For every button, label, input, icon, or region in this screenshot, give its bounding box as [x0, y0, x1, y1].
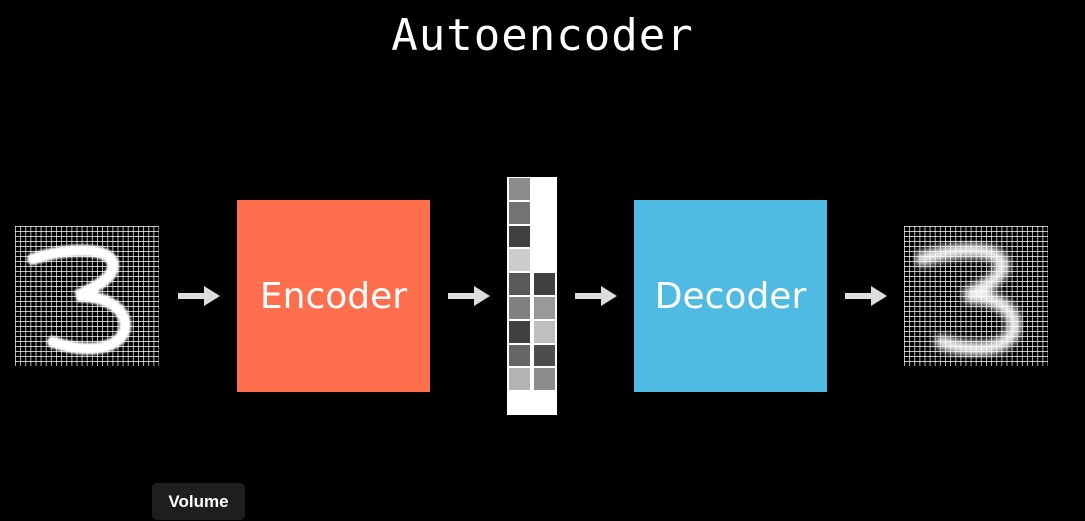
latent-cell	[533, 391, 556, 415]
encoder-block: Encoder	[237, 200, 430, 392]
latent-cell	[508, 367, 531, 392]
latent-cell	[533, 248, 556, 273]
latent-cell	[508, 248, 531, 273]
latent-cell	[508, 200, 531, 225]
latent-cell	[533, 272, 556, 296]
arrow-right-icon	[448, 286, 490, 306]
latent-cell	[533, 319, 556, 344]
latent-cell	[508, 343, 531, 368]
latent-cell	[533, 296, 556, 320]
latent-vector	[507, 177, 557, 415]
arrow-right-icon	[575, 286, 617, 306]
latent-cell	[508, 319, 531, 344]
decoder-block: Decoder	[634, 200, 827, 392]
latent-cell	[533, 177, 556, 201]
latent-cell	[508, 177, 531, 201]
latent-cell	[508, 296, 531, 320]
output-digit-image	[904, 226, 1048, 366]
latent-cell	[533, 367, 556, 392]
encoder-label: Encoder	[259, 275, 408, 317]
volume-tooltip: Volume	[152, 483, 245, 520]
latent-cell	[508, 272, 531, 296]
latent-cell	[533, 343, 556, 368]
latent-cell	[533, 200, 556, 225]
decoder-label: Decoder	[654, 275, 807, 317]
diagram-title: Autoencoder	[391, 10, 694, 61]
latent-cell	[508, 224, 531, 249]
latent-cell	[508, 391, 531, 415]
latent-cell	[533, 224, 556, 249]
input-digit-image	[15, 226, 159, 366]
arrow-right-icon	[178, 286, 220, 306]
arrow-right-icon	[845, 286, 887, 306]
